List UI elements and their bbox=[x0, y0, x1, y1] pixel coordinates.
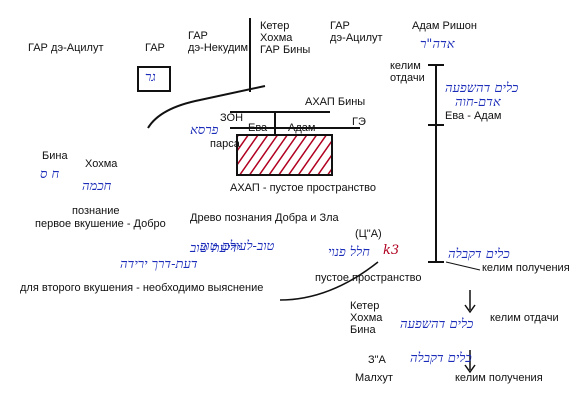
label-first-taste: первое вкушение - Добро bbox=[35, 218, 166, 230]
label-gar-box: ГАР bbox=[145, 42, 165, 54]
label-malhut: Малхут bbox=[355, 372, 393, 384]
label-kelim-otdachi-bottom: келим отдачи bbox=[490, 312, 559, 324]
label-hochma: Хохма bbox=[85, 158, 118, 170]
label-tree: Древо познания Добра и Зла bbox=[190, 212, 339, 224]
label-za: З"А bbox=[368, 354, 386, 366]
label-gar-nekudim: ГАР дэ-Некудим bbox=[188, 30, 249, 54]
label-kelim-receiving-bottom: келим получения bbox=[455, 372, 543, 384]
hebrew-kabala-bottom: כלים דקבלה bbox=[410, 351, 472, 366]
label-tsa: (Ц"А) bbox=[355, 228, 382, 240]
label-second-taste: для второго вкушения - необходимо выясне… bbox=[20, 282, 264, 294]
hebrew-bina: ח ס bbox=[40, 167, 60, 182]
label-zon: ЗОН bbox=[220, 112, 244, 124]
label-keter-hochma-gar-bina: Кетер Хохма ГАР Бины bbox=[260, 20, 311, 56]
hebrew-kelim-receiving: כלים דקבלה bbox=[448, 247, 510, 262]
hebrew-parsa: פרסא bbox=[190, 123, 219, 138]
label-ahap-empty: АХАП - пустое пространство bbox=[230, 182, 377, 194]
label-poznanie: познание bbox=[72, 205, 120, 217]
label-bina: Бина bbox=[42, 150, 68, 162]
hebrew-adam-hava: אדם-חוה bbox=[455, 95, 501, 110]
label-parsa: парса bbox=[210, 138, 240, 150]
label-eva-adam: Ева - Адам bbox=[445, 110, 502, 122]
hebrew-ra: דעת-דרך ירידה bbox=[120, 257, 198, 272]
label-adam-rishon: Адам Ришон bbox=[412, 20, 477, 32]
hebrew-kelim-bottom: כלים דהשפעה bbox=[400, 317, 474, 332]
label-keter-hochma-bina: Кетер Хохма Бина bbox=[350, 300, 383, 336]
label-ahap-biny: АХАП Бины bbox=[305, 96, 366, 108]
ahap-box bbox=[236, 134, 333, 176]
label-empty-space: пустое пространство bbox=[315, 272, 422, 284]
hebrew-tsa: k3 bbox=[383, 243, 400, 258]
hebrew-tov: טוב-לעולם טוב bbox=[200, 239, 275, 254]
hebrew-daat: ידיעת טוב bbox=[190, 241, 241, 256]
label-gar-atzilut-left: ГАР дэ-Ацилут bbox=[28, 42, 104, 54]
hebrew-adam-rishon: אדה"ר bbox=[420, 37, 455, 52]
label-gar-atzilut-right: ГАР дэ-Ацилут bbox=[330, 20, 383, 44]
hebrew-kelim-top: כלים דהשפעה bbox=[445, 81, 519, 96]
hebrew-hochma: חכמה bbox=[82, 179, 112, 194]
label-kelim-receiving-mid: келим получения bbox=[482, 262, 570, 274]
label-eva-cell: Ева bbox=[248, 122, 268, 134]
gar-box-mark: גר bbox=[145, 70, 156, 85]
label-adam-cell: Адам bbox=[288, 122, 316, 134]
hebrew-hali: חלל פנוי bbox=[328, 245, 370, 260]
gar-box: גר bbox=[137, 66, 171, 92]
descent-curve bbox=[279, 261, 379, 301]
atzilut-line bbox=[147, 85, 266, 129]
label-kelim-otdachi-top: келим отдачи bbox=[390, 60, 425, 84]
label-ge: ГЭ bbox=[352, 116, 366, 128]
